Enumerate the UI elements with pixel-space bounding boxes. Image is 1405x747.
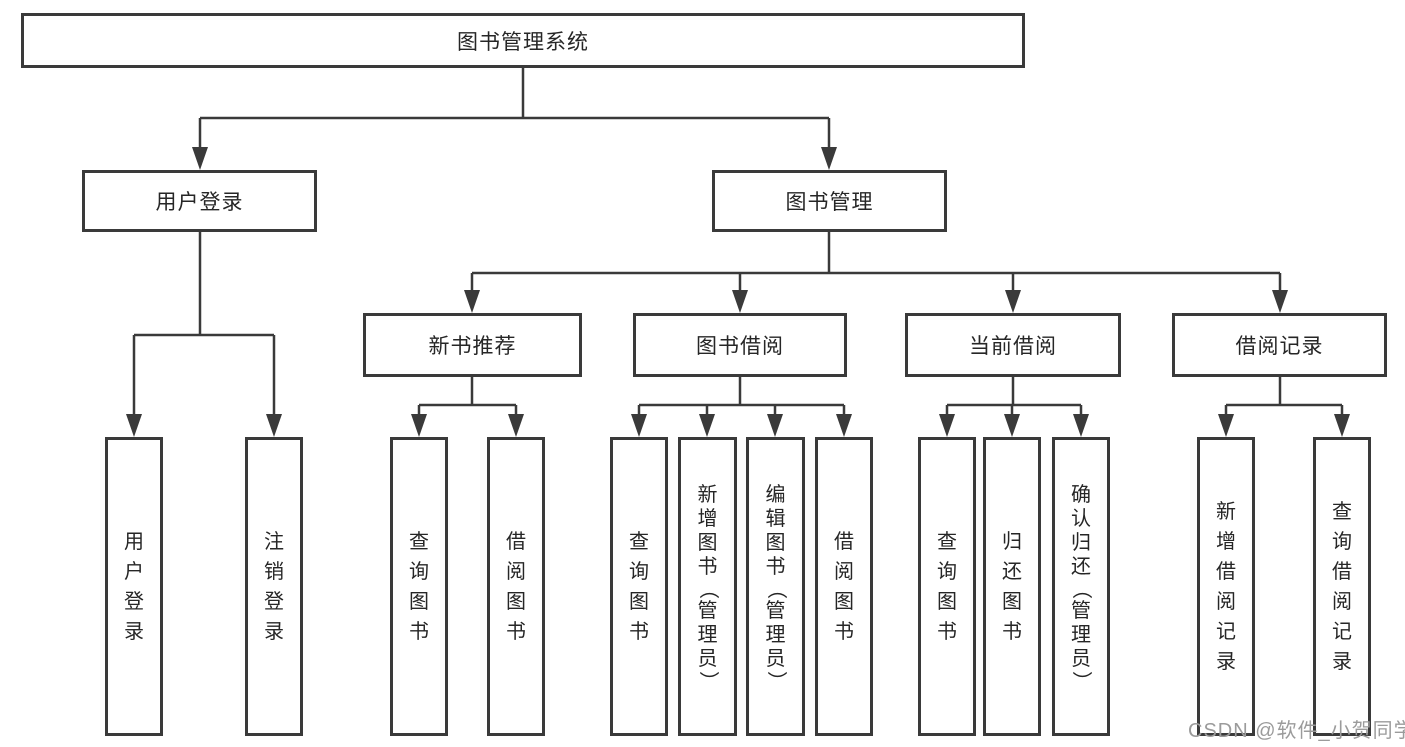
leaf-borrow-edit-label: 编辑图书（管理员） xyxy=(764,483,787,691)
connector-root-to-branches xyxy=(198,67,831,150)
node-current-borrow-label: 当前借阅 xyxy=(969,335,1057,358)
leaf-newbook-query-label: 查询图书 xyxy=(409,530,429,643)
leaf-logout-label: 注销登录 xyxy=(264,530,284,643)
leaf-borrow-add: 新增图书（管理员） xyxy=(678,437,737,736)
connector-currentborrow-to-leaves xyxy=(945,377,1083,419)
leaf-borrow-borrow-label: 借阅图书 xyxy=(834,530,854,643)
leaf-current-confirm: 确认归还（管理员） xyxy=(1052,437,1110,736)
leaf-current-return-label: 归还图书 xyxy=(1002,530,1022,643)
leaf-newbook-borrow: 借阅图书 xyxy=(487,437,545,736)
leaf-current-query: 查询图书 xyxy=(918,437,976,736)
connector-bookborrow-to-leaves xyxy=(637,377,846,419)
leaf-records-query-label: 查询借阅记录 xyxy=(1332,500,1352,673)
connector-records-to-leaves xyxy=(1224,377,1344,419)
node-book-borrow-label: 图书借阅 xyxy=(696,335,784,358)
leaf-current-return: 归还图书 xyxy=(983,437,1041,736)
leaf-current-confirm-label: 确认归还（管理员） xyxy=(1070,483,1092,691)
node-current-borrow: 当前借阅 xyxy=(905,313,1121,377)
node-root-label: 图书管理系统 xyxy=(457,30,589,54)
leaf-newbook-query: 查询图书 xyxy=(390,437,448,736)
leaf-user-login-label: 用户登录 xyxy=(124,530,144,643)
leaf-records-query: 查询借阅记录 xyxy=(1313,437,1371,736)
node-user-login-label: 用户登录 xyxy=(155,191,244,214)
leaf-logout: 注销登录 xyxy=(245,437,303,736)
node-new-book-rec: 新书推荐 xyxy=(363,313,582,377)
leaf-newbook-borrow-label: 借阅图书 xyxy=(506,530,526,643)
arrowheads xyxy=(126,147,1350,437)
node-new-book-rec-label: 新书推荐 xyxy=(428,335,517,358)
leaf-records-add-label: 新增借阅记录 xyxy=(1216,500,1236,673)
leaf-borrow-add-label: 新增图书（管理员） xyxy=(696,483,719,691)
leaf-borrow-query-label: 查询图书 xyxy=(629,530,649,643)
leaf-borrow-edit: 编辑图书（管理员） xyxy=(746,437,805,736)
leaf-current-query-label: 查询图书 xyxy=(937,530,957,643)
leaf-records-add: 新增借阅记录 xyxy=(1197,437,1255,736)
leaf-borrow-query: 查询图书 xyxy=(610,437,668,736)
connector-userlogin-to-leaves xyxy=(132,232,276,419)
node-book-borrow: 图书借阅 xyxy=(633,313,847,377)
node-borrow-records-label: 借阅记录 xyxy=(1235,335,1324,358)
node-user-login: 用户登录 xyxy=(82,170,317,232)
csdn-watermark: CSDN @软件_小贺同学 xyxy=(1188,720,1405,742)
node-book-mgmt: 图书管理 xyxy=(712,170,947,232)
leaf-borrow-borrow: 借阅图书 xyxy=(815,437,873,736)
connector-newbook-to-leaves xyxy=(417,377,518,419)
leaf-user-login: 用户登录 xyxy=(105,437,163,736)
node-borrow-records: 借阅记录 xyxy=(1172,313,1387,377)
connector-bookmgmt-to-modules xyxy=(470,232,1282,295)
node-root: 图书管理系统 xyxy=(21,13,1025,68)
node-book-mgmt-label: 图书管理 xyxy=(785,191,874,214)
